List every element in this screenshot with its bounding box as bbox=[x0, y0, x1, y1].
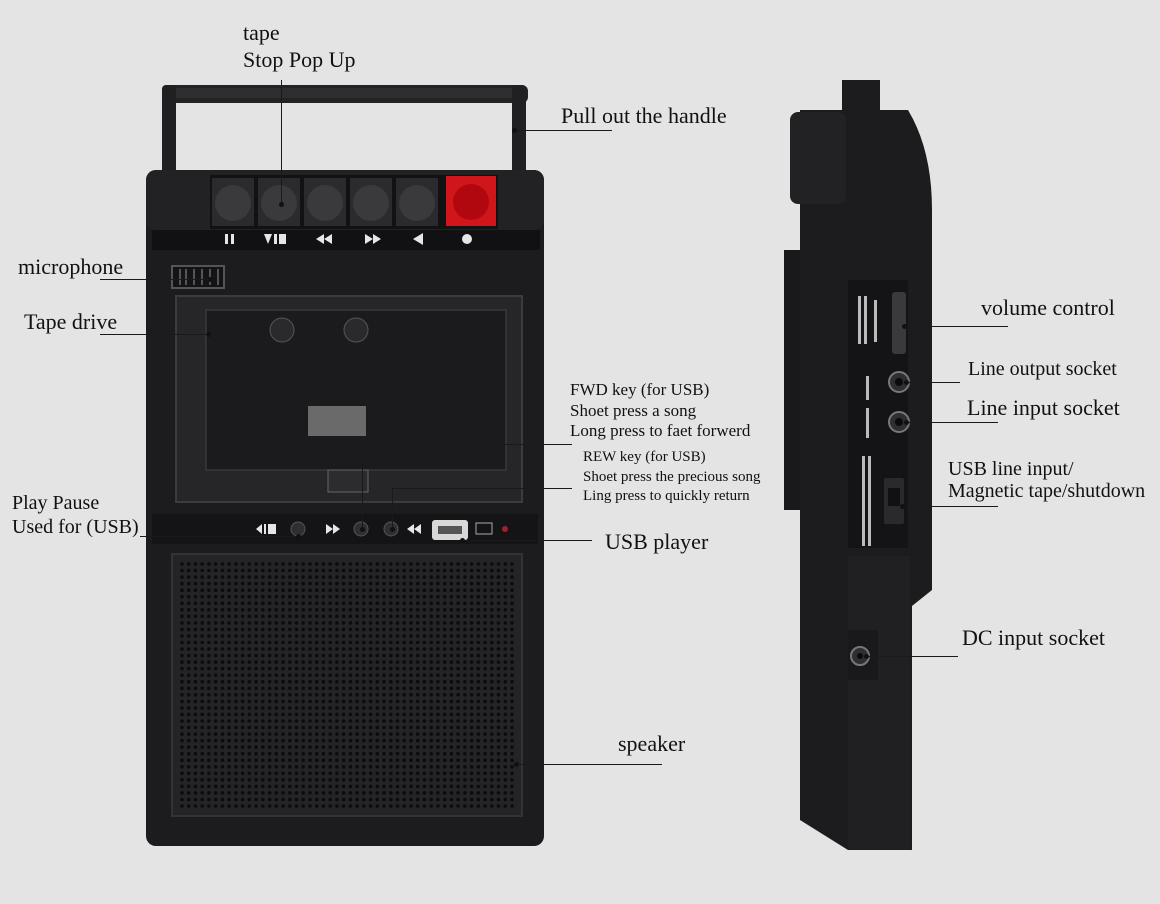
usb-play-pause-icon bbox=[256, 524, 276, 534]
usb-forward-icon bbox=[326, 524, 340, 534]
usb-player-label: USB player bbox=[605, 529, 709, 554]
rew-label-line1: REW key (for USB) bbox=[583, 449, 706, 465]
record-icon bbox=[462, 234, 472, 244]
microphone-grill bbox=[171, 265, 225, 289]
pause-icon bbox=[225, 234, 234, 244]
rewind-icon bbox=[316, 234, 332, 244]
top-keys bbox=[210, 175, 498, 229]
key-2[interactable] bbox=[258, 178, 300, 226]
line-input-label: Line input socket bbox=[967, 395, 1120, 420]
usb-port-icon[interactable] bbox=[432, 520, 468, 540]
speaker-grille bbox=[171, 553, 523, 817]
fwd-label-line1: FWD key (for USB) bbox=[570, 380, 710, 399]
stop-eject-icon bbox=[264, 234, 286, 244]
play-pause-label-line2: Used for (USB) bbox=[12, 516, 139, 538]
key-1[interactable] bbox=[212, 178, 254, 226]
tape-drive-label: Tape drive bbox=[24, 309, 118, 334]
play-pause-label-line1: Play Pause bbox=[12, 492, 100, 514]
usb-line-label-line2: Magnetic tape/shutdown bbox=[948, 480, 1146, 502]
key-4[interactable] bbox=[350, 178, 392, 226]
tape-drive-window bbox=[175, 295, 523, 503]
rew-label-line3: Ling press to quickly return bbox=[583, 488, 750, 504]
front-control-strip bbox=[152, 514, 538, 544]
key-3[interactable] bbox=[304, 178, 346, 226]
key-5[interactable] bbox=[396, 178, 438, 226]
usb-rewind-icon bbox=[407, 524, 421, 534]
fwd-label-line2: Shoet press a song bbox=[570, 401, 697, 420]
fwd-label-line3: Long press to faet forwerd bbox=[570, 421, 751, 440]
speaker-label: speaker bbox=[618, 731, 686, 756]
microphone-label: microphone bbox=[18, 254, 124, 279]
handle bbox=[162, 85, 528, 175]
line-output-label: Line output socket bbox=[968, 358, 1117, 380]
usb-line-label-line1: USB line input/ bbox=[948, 458, 1074, 480]
play-icon bbox=[413, 233, 423, 245]
tape-label-line1: tape bbox=[243, 20, 280, 45]
fast-forward-icon bbox=[365, 234, 381, 244]
led-icon bbox=[502, 526, 508, 532]
rew-label-line2: Shoet press the precious song bbox=[583, 469, 761, 485]
handle-label: Pull out the handle bbox=[561, 103, 727, 128]
tape-label-line2: Stop Pop Up bbox=[243, 47, 356, 72]
volume-control-label: volume control bbox=[981, 295, 1115, 320]
dc-input-label: DC input socket bbox=[962, 625, 1105, 650]
record-key[interactable] bbox=[446, 176, 496, 226]
